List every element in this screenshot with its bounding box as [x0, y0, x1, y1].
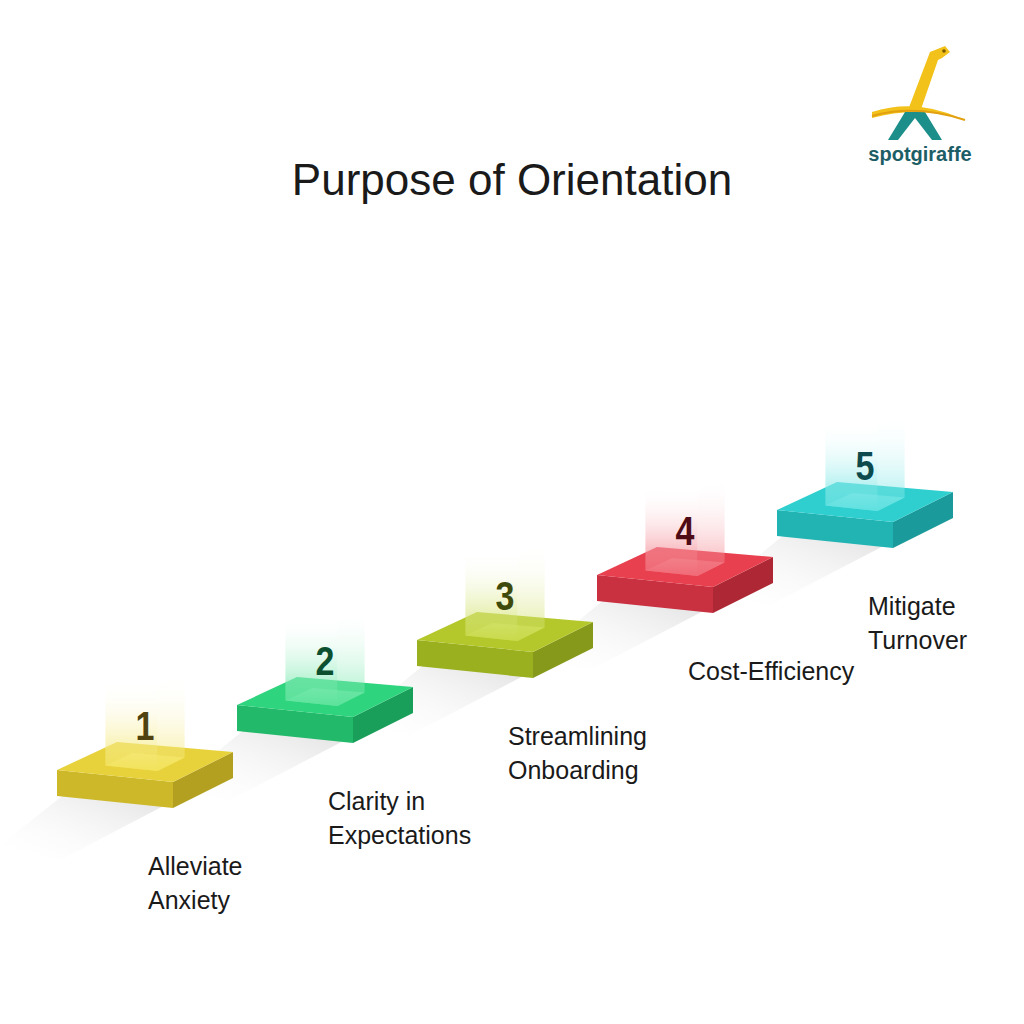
callout-number: 4	[600, 509, 770, 554]
brand-name: spotgiraffe	[850, 143, 990, 166]
step-label: Streamlining Onboarding	[508, 720, 678, 788]
callout-number: 5	[780, 444, 950, 489]
light-beam	[518, 543, 545, 642]
giraffe-logo	[872, 46, 965, 140]
step-block: 3Streamlining Onboarding	[405, 522, 605, 692]
light-beam	[338, 608, 365, 707]
step-label: Alleviate Anxiety	[148, 850, 318, 918]
light-beam	[878, 413, 905, 512]
step-block: 4Cost-Efficiency	[585, 457, 785, 627]
callout-number: 2	[240, 639, 410, 684]
step-block: 5Mitigate Turnover	[765, 392, 965, 562]
step-label: Cost-Efficiency	[688, 655, 858, 689]
callout-number: 3	[420, 574, 590, 619]
callout-number: 1	[60, 704, 230, 749]
light-beam	[158, 673, 185, 772]
step-label: Clarity in Expectations	[328, 785, 498, 853]
light-beam	[698, 478, 725, 577]
step-block: 1Alleviate Anxiety	[45, 652, 245, 822]
step-label: Mitigate Turnover	[868, 590, 1024, 658]
step-block: 2Clarity in Expectations	[225, 587, 425, 757]
floor-shadows	[0, 530, 895, 860]
